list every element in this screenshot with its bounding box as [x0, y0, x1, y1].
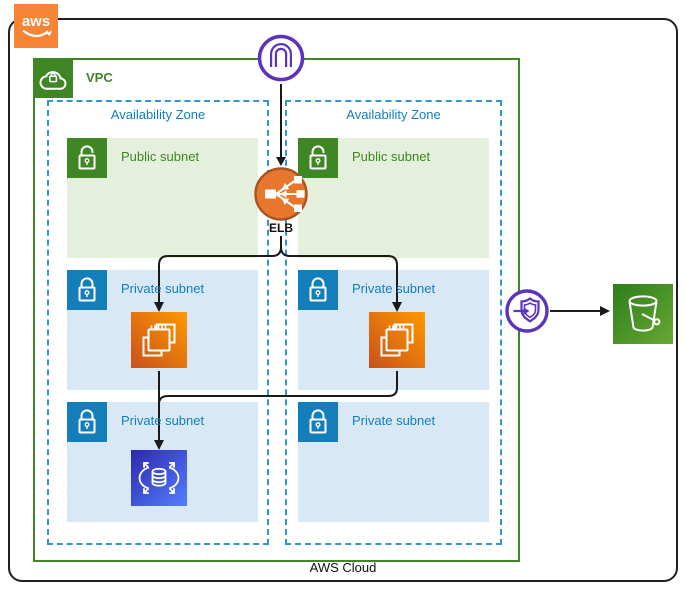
database-icon [131, 450, 187, 506]
private-subnet-lock-icon [67, 270, 107, 310]
aws-cloud-label: AWS Cloud [309, 560, 377, 575]
availability-zone-1-label: Availability Zone [110, 107, 206, 122]
subnet-label: Private subnet [121, 413, 205, 428]
ec2-instance-icon [369, 312, 425, 368]
elb-label: ELB [269, 221, 293, 235]
smile-curve [22, 29, 49, 38]
vpc-endpoint-icon [505, 289, 549, 333]
private-subnet-lock-icon [67, 402, 107, 442]
availability-zone-2 [285, 100, 502, 545]
vpc-label: VPC [86, 70, 113, 85]
availability-zone-2-label: Availability Zone [346, 107, 441, 122]
elastic-load-balancer-icon [254, 167, 308, 221]
availability-zone-1 [47, 100, 269, 545]
aws-logo-icon: aws [22, 13, 52, 38]
ec2-instance-icon [131, 312, 187, 368]
subnet-label: Private subnet [121, 281, 205, 296]
aws-logo: aws [14, 4, 58, 48]
private-subnet-lock-icon [298, 402, 338, 442]
s3-bucket-icon [613, 284, 673, 344]
vpc-icon [33, 58, 73, 98]
subnet-label: Public subnet [352, 149, 431, 164]
public-subnet-lock-icon [298, 138, 338, 178]
subnet-label: Public subnet [121, 149, 200, 164]
smile-arrow-tip [46, 30, 52, 37]
subnet-label: Private subnet [352, 281, 436, 296]
internet-gateway-icon [257, 34, 305, 82]
private-subnet-lock-icon [298, 270, 338, 310]
subnet-label: Private subnet [352, 413, 436, 428]
public-subnet-lock-icon [67, 138, 107, 178]
aws-logo-text: aws [22, 13, 50, 30]
